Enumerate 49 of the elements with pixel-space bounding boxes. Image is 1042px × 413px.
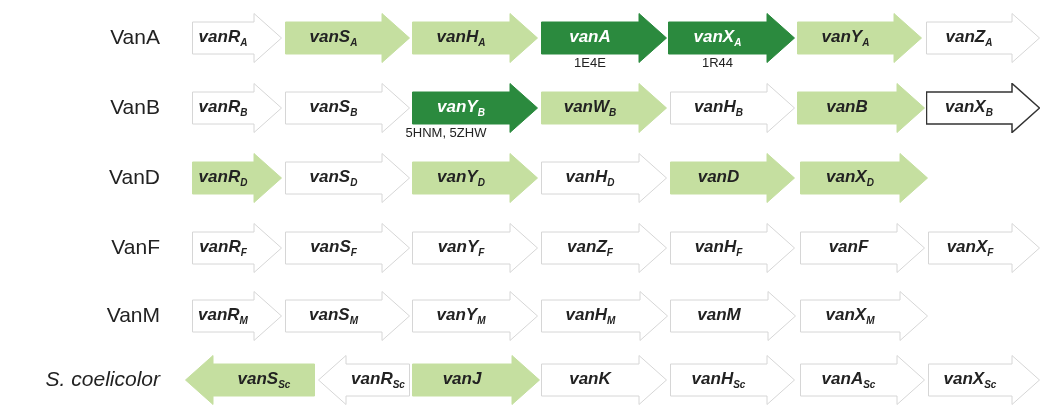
gene-name: vanH$_{A}$ [435,27,487,49]
gene-name: vanR$_{M}$ [197,305,249,327]
gene-name: vanK [568,369,613,389]
gene-name: vanA$_{Sc}$ [820,369,877,391]
gene-name: vanB [825,97,869,117]
gene-name: vanS$_{Sc}$ [236,369,292,391]
gene-name: vanZ$_{F}$ [566,237,614,259]
structure-code: 1E4E [573,55,607,70]
gene-name: vanX$_{A}$ [692,27,743,49]
gene-name: vanR$_{Sc}$ [350,369,406,391]
gene-name: vanY$_{F}$ [436,237,486,259]
row-label: VanM [106,303,160,327]
gene-name: vanD [696,167,741,187]
gene-name: vanR$_{D}$ [197,167,249,189]
gene-name: vanH$_{M}$ [564,305,617,327]
gene-name: vanX$_{B}$ [944,97,994,119]
gene-name: vanY$_{D}$ [436,167,486,189]
row-label: S. coelicolor [45,367,160,391]
gene-name: vanY$_{A}$ [820,27,871,49]
gene-name: vanH$_{F}$ [693,237,744,259]
gene-name: vanS$_{F}$ [309,237,358,259]
row-label: VanB [110,95,160,119]
structure-code: 5HNM, 5ZHW [404,125,488,140]
row-label: VanA [110,25,160,49]
structure-code: 1R44 [700,55,735,70]
gene-name: vanH$_{B}$ [693,97,744,119]
gene-name: vanW$_{B}$ [562,97,618,119]
gene-name: vanY$_{B}$ [436,97,486,119]
gene-name: vanA [568,27,612,47]
gene-name: vanX$_{F}$ [945,237,995,259]
row-label: VanD [109,165,160,189]
gene-name: vanR$_{F}$ [198,237,248,259]
row-label: VanF [111,235,160,259]
gene-name: vanX$_{D}$ [825,167,875,189]
gene-name: vanH$_{Sc}$ [690,369,747,391]
gene-name: vanS$_{D}$ [308,167,359,189]
gene-name: vanY$_{M}$ [435,305,487,327]
gene-name: vanR$_{B}$ [197,97,249,119]
gene-name: vanZ$_{A}$ [944,27,994,49]
gene-name: vanH$_{D}$ [564,167,616,189]
gene-name: vanJ [441,369,483,389]
gene-name: vanS$_{B}$ [308,97,359,119]
gene-name: vanX$_{M}$ [824,305,876,327]
gene-name: vanX$_{Sc}$ [942,369,998,391]
gene-name: vanM [696,305,742,325]
gene-name: vanS$_{A}$ [308,27,359,49]
gene-name: vanF [827,237,870,257]
gene-name: vanR$_{A}$ [197,27,249,49]
gene-name: vanS$_{M}$ [308,305,360,327]
